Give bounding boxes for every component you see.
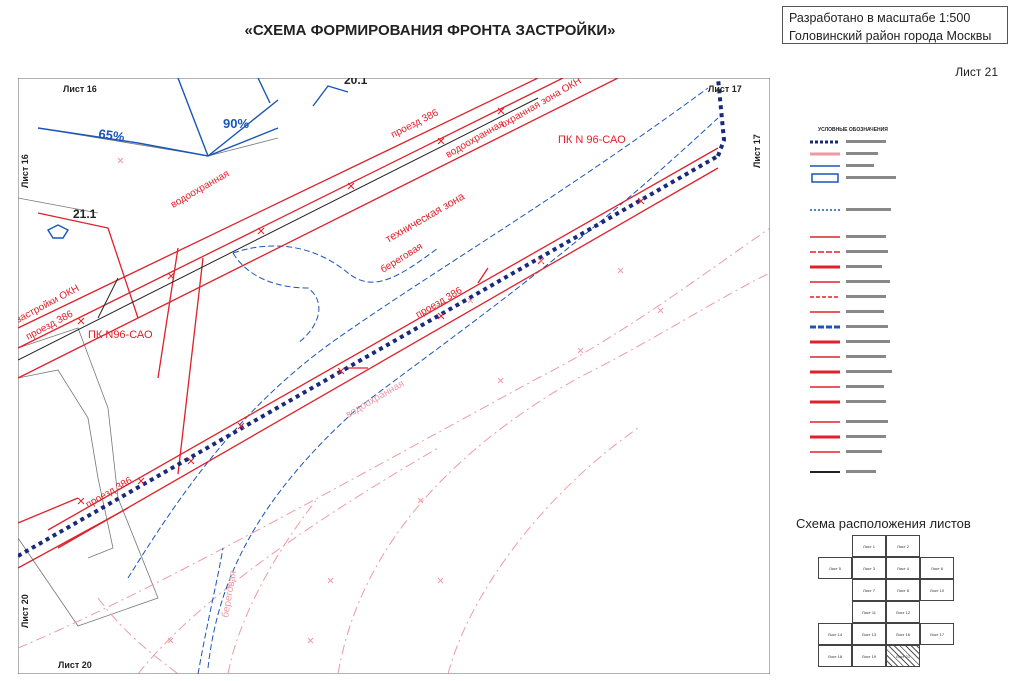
red-road-lines xyxy=(18,78,719,569)
legend-symbols xyxy=(810,140,896,473)
label-sheet17-right: Лист 17 xyxy=(752,134,762,168)
sheet-cell-current[interactable]: Лист 21 xyxy=(886,645,920,667)
label-sheet16-top: Лист 16 xyxy=(63,84,97,94)
red-cross-marks xyxy=(77,107,645,505)
sheet-cell[interactable]: Лист 5 xyxy=(818,557,852,579)
map-frame xyxy=(18,78,770,674)
sheet-cell[interactable]: Лист 10 xyxy=(920,579,954,601)
stamp-scale: Разработано в масштабе 1:500 xyxy=(789,11,971,25)
sheet-cell[interactable]: Лист 14 xyxy=(818,623,852,645)
pink-boundaries xyxy=(18,227,770,674)
sheet-cell[interactable]: Лист 11 xyxy=(852,601,886,623)
sheet-cell[interactable]: Лист 16 xyxy=(886,623,920,645)
stamp-district: Головинский район города Москвы xyxy=(789,29,992,43)
label-pct90: 90% xyxy=(223,116,249,131)
label-sheet16-left: Лист 16 xyxy=(20,154,30,188)
sheet-cell[interactable]: Лист 4 xyxy=(886,557,920,579)
navy-dotted-boundary xyxy=(18,78,727,558)
sheet-cell[interactable]: Лист 18 xyxy=(818,645,852,667)
page-title: «СХЕМА ФОРМИРОВАНИЯ ФРОНТА ЗАСТРОЙКИ» xyxy=(244,22,616,39)
label-sheet20-left: Лист 20 xyxy=(20,594,30,628)
black-lines xyxy=(18,97,539,361)
blue-water-lines xyxy=(127,87,719,674)
sheet-cell[interactable]: Лист 17 xyxy=(920,623,954,645)
sheet-cell[interactable]: Лист 12 xyxy=(886,601,920,623)
sheet-cell[interactable]: Лист 2 xyxy=(886,535,920,557)
sheet-cell[interactable]: Лист 7 xyxy=(852,579,886,601)
layout-scheme-title: Схема расположения листов xyxy=(796,516,971,531)
blue-parcel-lines xyxy=(37,78,349,239)
sheet-cell[interactable]: Лист 6 xyxy=(920,557,954,579)
label-sheet20-bottom: Лист 20 xyxy=(58,660,92,670)
sheet-cell[interactable]: Лист 19 xyxy=(852,645,886,667)
label-pk-right: ПК N 96-САО xyxy=(558,134,626,146)
sheet-cell[interactable]: Лист 1 xyxy=(852,535,886,557)
pink-cross-marks xyxy=(117,157,664,644)
sheet-number: Лист 21 xyxy=(955,65,998,79)
map-canvas[interactable]: Лист 16 Лист 16 Лист 17 Лист 17 Лист 20 … xyxy=(18,78,770,674)
sheet-cell[interactable]: Лист 8 xyxy=(886,579,920,601)
sheet-cell[interactable]: Лист 13 xyxy=(852,623,886,645)
label-zone-21-1: 21.1 xyxy=(73,207,97,221)
title-stamp: Разработано в масштабе 1:500 Головинский… xyxy=(782,6,1008,44)
sheet-cell[interactable]: Лист 3 xyxy=(852,557,886,579)
label-zone-20-1: 20.1 xyxy=(344,78,368,87)
label-pct65: 65% xyxy=(98,126,126,145)
legend-title: УСЛОВНЫЕ ОБОЗНАЧЕНИЯ xyxy=(818,127,888,133)
layout-scheme-grid[interactable]: Лист 1 Лист 2 Лист 3 Лист 4 Лист 5 Лист … xyxy=(818,535,968,670)
label-sheet17-top: Лист 17 xyxy=(708,84,742,94)
label-pk-left: ПК N96-САО xyxy=(88,329,153,341)
